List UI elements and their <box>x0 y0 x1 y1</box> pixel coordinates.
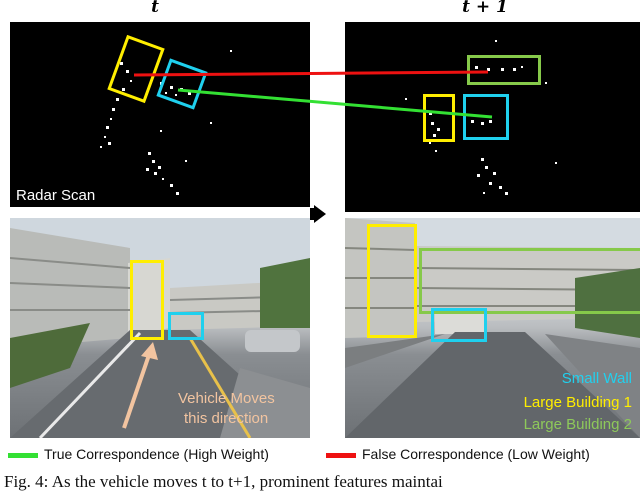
vehicle-note-line1: Vehicle Moves <box>178 390 275 407</box>
legend-false-label: False Correspondence (Low Weight) <box>362 446 590 462</box>
radar-scan-t-plus-1 <box>345 22 640 212</box>
camera-photo-t-plus-1: Small Wall Large Building 1 Large Buildi… <box>345 218 640 438</box>
large-building-2-label: Large Building 2 <box>523 416 632 433</box>
false-correspondence-line <box>133 70 489 77</box>
building2-box-radar-t-plus-1 <box>467 55 541 85</box>
time-label-t: t <box>151 0 159 17</box>
small-wall-label: Small Wall <box>561 370 632 387</box>
radar-scan-t: Radar Scan <box>10 22 310 207</box>
wall-box-photo-t <box>168 312 204 340</box>
legend-true-label: True Correspondence (High Weight) <box>44 446 269 462</box>
camera-photo-t: Vehicle Moves this direction <box>10 218 310 438</box>
true-correspondence-line <box>177 88 493 119</box>
legend-false-swatch <box>326 453 356 458</box>
building1-box-photo-t <box>130 260 164 340</box>
wall-box-radar-t-plus-1 <box>463 94 509 140</box>
large-building-1-label: Large Building 1 <box>523 394 632 411</box>
vehicle-direction-arrow-icon <box>122 342 158 429</box>
wall-box-photo-t-plus-1 <box>431 308 487 342</box>
figure-caption: Fig. 4: As the vehicle moves t to t+1, p… <box>4 472 443 491</box>
radar-points-t-plus-1 <box>405 40 557 195</box>
legend-true-swatch <box>8 453 38 458</box>
building2-box-photo-t-plus-1 <box>419 248 640 314</box>
building1-box-radar-t-plus-1 <box>423 94 455 142</box>
radar-scan-label: Radar Scan <box>16 187 96 204</box>
vehicle-note-line2: this direction <box>184 410 269 427</box>
building1-box-photo-t-plus-1 <box>367 224 417 338</box>
time-step-arrow-tail <box>310 208 316 220</box>
photo-scene-t-plus-1 <box>345 218 640 438</box>
time-label-t-plus-1: t + 1 <box>462 0 508 17</box>
radar-points-t <box>100 50 232 195</box>
time-step-arrow-icon <box>314 205 326 223</box>
photo-scene-t <box>10 218 310 438</box>
